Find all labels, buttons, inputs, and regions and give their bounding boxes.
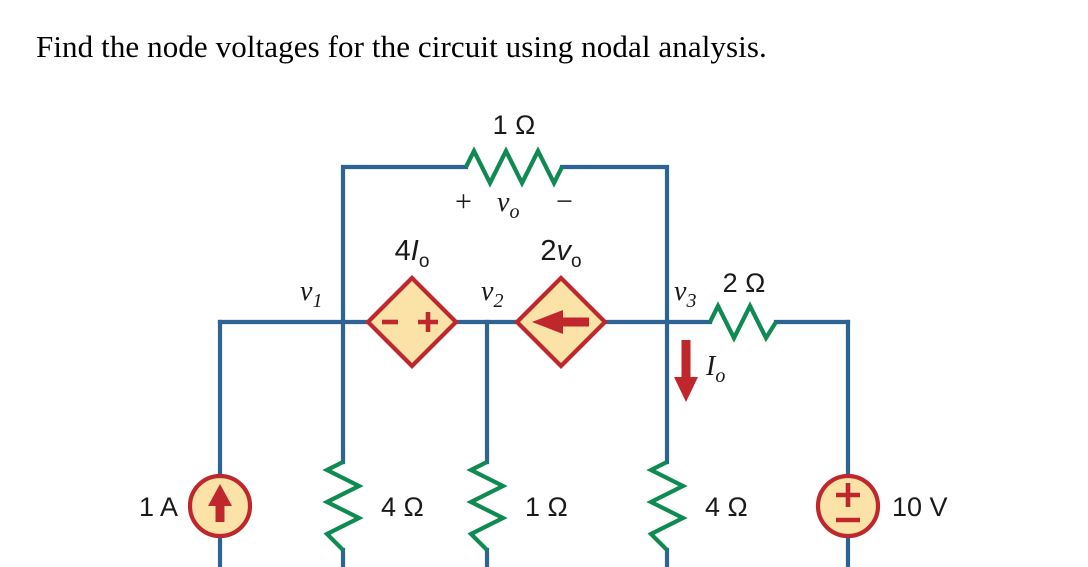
io-current-arrow — [674, 340, 698, 402]
resistor-right-label: 2 Ω — [723, 268, 766, 298]
voltage-source-10v[interactable] — [815, 473, 881, 539]
resistor-v1-4ohm — [322, 460, 364, 552]
resistor-v2-1ohm — [466, 460, 508, 552]
resistor-v1-label: 4 Ω — [381, 492, 424, 522]
vo-label: vo — [497, 187, 519, 223]
wire-network — [217, 164, 851, 567]
resistor-right-2ohm — [708, 301, 778, 343]
dependent-current-source-label: 2vo — [540, 235, 581, 272]
voltage-source-label: 10 V — [892, 492, 948, 522]
node-label-v1: v1 — [300, 276, 322, 312]
node-label-v2: v2 — [481, 276, 503, 312]
resistor-v3-4ohm — [646, 460, 688, 552]
dependent-voltage-source-4io[interactable] — [365, 275, 459, 369]
circuit-figure: 1 A 10 V 4Io — [0, 92, 1088, 567]
resistor-v3-label: 4 Ω — [705, 492, 748, 522]
vo-minus-sign: − — [556, 185, 573, 218]
wire-top-left — [340, 164, 469, 325]
vo-plus-sign: + — [455, 185, 472, 218]
dependent-current-source-2vo[interactable] — [514, 275, 608, 369]
node-label-v3: v3 — [674, 276, 696, 312]
resistor-top-label: 1 Ω — [493, 110, 536, 140]
circuit-svg: 1 A 10 V 4Io — [139, 110, 948, 567]
up-arrow-icon — [208, 484, 232, 522]
resistor-v2-label: 1 Ω — [525, 492, 568, 522]
io-current-label: Io — [705, 351, 725, 387]
wire-top-right — [559, 164, 670, 325]
problem-statement: Find the node voltages for the circuit u… — [36, 29, 767, 64]
minus-plus-icon — [382, 312, 438, 332]
dependent-voltage-source-label: 4Io — [395, 235, 430, 272]
left-arrow-icon — [532, 310, 589, 334]
plus-minus-icon — [836, 483, 860, 523]
current-source-label: 1 A — [139, 492, 178, 522]
current-source-1a[interactable] — [187, 473, 253, 539]
resistor-top-1ohm — [464, 146, 564, 188]
